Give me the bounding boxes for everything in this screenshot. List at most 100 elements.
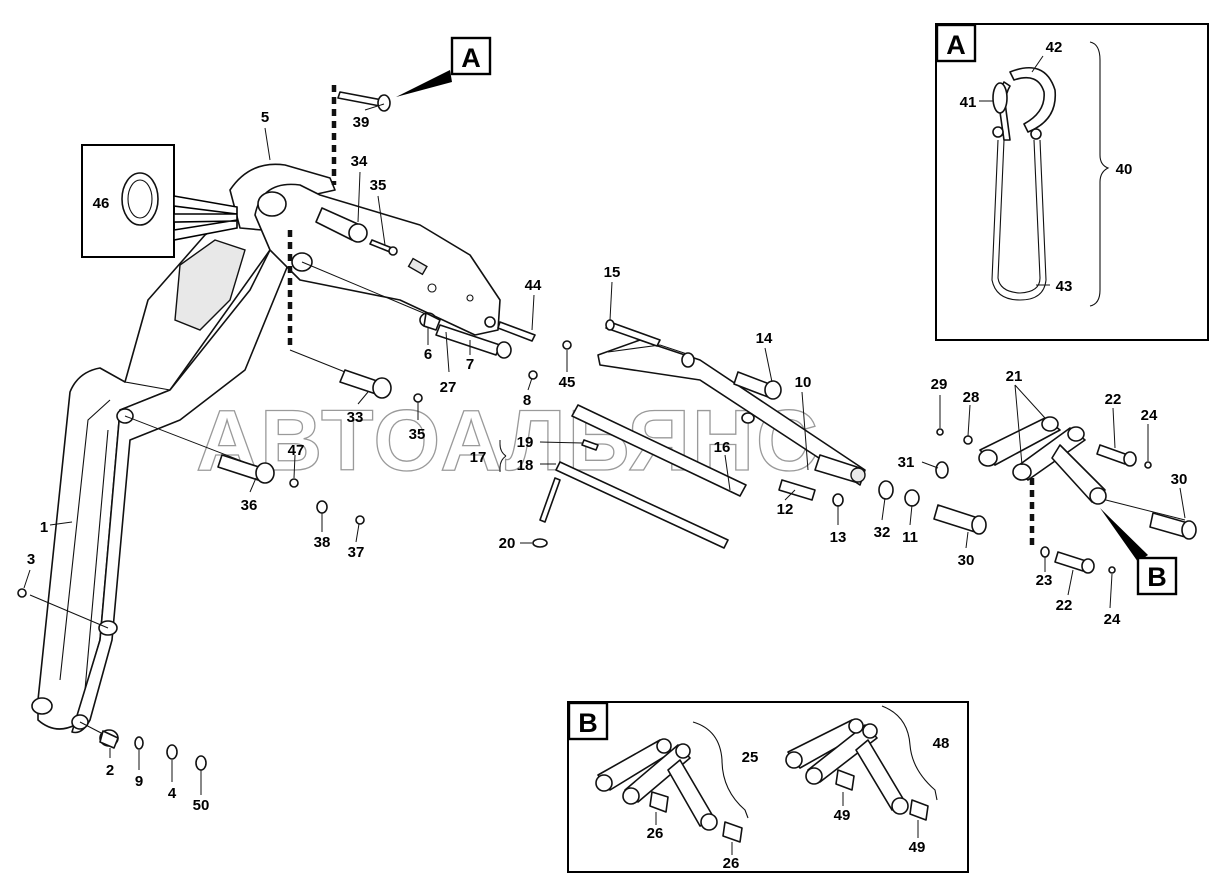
washer-32 — [878, 480, 894, 500]
bush-2 — [99, 729, 119, 749]
label-15: 15 — [604, 264, 621, 281]
label-10: 10 — [795, 374, 812, 391]
bolt-8 — [528, 370, 538, 380]
label-35-low: 35 — [409, 426, 426, 443]
label-39: 39 — [353, 114, 370, 131]
detail-a-panel: A 41 42 43 40 — [935, 23, 1209, 341]
grease-28 — [963, 435, 973, 445]
label-22-low: 22 — [1056, 597, 1073, 614]
boom-assembly — [31, 163, 501, 734]
washer-4 — [166, 744, 178, 760]
nut-45 — [562, 340, 572, 350]
label-31: 31 — [898, 454, 915, 471]
bolt-44 — [497, 321, 536, 342]
washer-38 — [316, 500, 328, 514]
detail-b-letter: B — [578, 708, 598, 738]
grease-29 — [936, 428, 944, 436]
label-24-low: 24 — [1104, 611, 1121, 628]
label-9: 9 — [135, 773, 143, 790]
label-7: 7 — [466, 356, 474, 373]
pin-36 — [217, 454, 275, 484]
label-23: 23 — [1036, 572, 1053, 589]
washer-9 — [134, 736, 144, 750]
label-14: 14 — [756, 330, 773, 347]
pin-7 — [435, 324, 512, 359]
label-48: 48 — [933, 735, 950, 752]
label-1: 1 — [40, 519, 48, 536]
label-5: 5 — [261, 109, 269, 126]
pin-30-lower — [933, 504, 987, 535]
label-18: 18 — [517, 457, 534, 474]
callout-a-letter: A — [461, 43, 481, 73]
label-29: 29 — [931, 376, 948, 393]
label-8: 8 — [523, 392, 531, 409]
label-25: 25 — [742, 749, 759, 766]
pin-39 — [337, 91, 391, 112]
pin-12 — [778, 479, 816, 501]
label-44: 44 — [525, 277, 542, 294]
label-49-a: 49 — [834, 807, 851, 824]
label-11: 11 — [902, 529, 918, 546]
label-30-right: 30 — [1171, 471, 1188, 488]
linkage-21 — [978, 416, 1107, 505]
label-24-top: 24 — [1141, 407, 1158, 424]
label-50: 50 — [193, 797, 210, 814]
label-12: 12 — [777, 501, 794, 518]
label-20: 20 — [499, 535, 516, 552]
callout-a: A — [396, 36, 492, 97]
label-6: 6 — [424, 346, 432, 363]
bolt-37 — [355, 515, 365, 525]
plug-31 — [935, 461, 949, 479]
washer-23 — [1040, 546, 1050, 558]
part-labels: 1 2 3 4 5 6 7 8 9 10 11 12 13 14 15 16 1… — [27, 109, 1188, 814]
label-43: 43 — [1056, 278, 1073, 295]
linkage-25 — [595, 738, 743, 843]
pin-15 — [605, 319, 661, 347]
label-28: 28 — [963, 389, 980, 406]
callout-b-letter: B — [1147, 562, 1167, 592]
label-4: 4 — [168, 785, 177, 802]
label-35-top: 35 — [370, 177, 387, 194]
label-33: 33 — [347, 409, 364, 426]
label-17: 17 — [470, 449, 487, 466]
label-3: 3 — [27, 551, 35, 568]
label-37: 37 — [348, 544, 365, 561]
label-38: 38 — [314, 534, 331, 551]
label-30-bottom: 30 — [958, 552, 975, 569]
label-34: 34 — [351, 153, 368, 170]
pin-30-upper — [1149, 512, 1197, 540]
bolt-35-low — [413, 393, 423, 403]
pin-22-top — [1096, 444, 1137, 467]
ring-13 — [832, 493, 844, 507]
label-47: 47 — [288, 442, 305, 459]
pin-33 — [339, 369, 392, 399]
label-27: 27 — [440, 379, 457, 396]
detail-a-letter: A — [946, 30, 966, 60]
label-49-b: 49 — [909, 839, 926, 856]
ring-50 — [195, 755, 207, 771]
label-26-a: 26 — [647, 825, 664, 842]
bolt-24-low — [1108, 566, 1116, 574]
rod-18 — [555, 461, 729, 549]
linkage-48 — [785, 718, 929, 821]
label-16: 16 — [714, 439, 731, 456]
bush-6 — [419, 312, 441, 331]
bolt-3 — [17, 588, 27, 598]
bolt-35-top — [369, 239, 398, 256]
label-40: 40 — [1116, 161, 1133, 178]
label-2: 2 — [106, 762, 114, 779]
label-32: 32 — [874, 524, 891, 541]
label-46: 46 — [93, 195, 110, 212]
label-13: 13 — [830, 529, 847, 546]
label-36: 36 — [241, 497, 258, 514]
strip-16 — [571, 404, 747, 497]
bolt-47 — [289, 478, 299, 488]
label-41: 41 — [960, 94, 977, 111]
label-45: 45 — [559, 374, 576, 391]
label-22-top: 22 — [1105, 391, 1122, 408]
label-21: 21 — [1006, 368, 1023, 385]
inset-46: 46 — [81, 144, 238, 258]
detail-b-panel: B — [567, 701, 969, 873]
bush-11 — [904, 489, 920, 507]
